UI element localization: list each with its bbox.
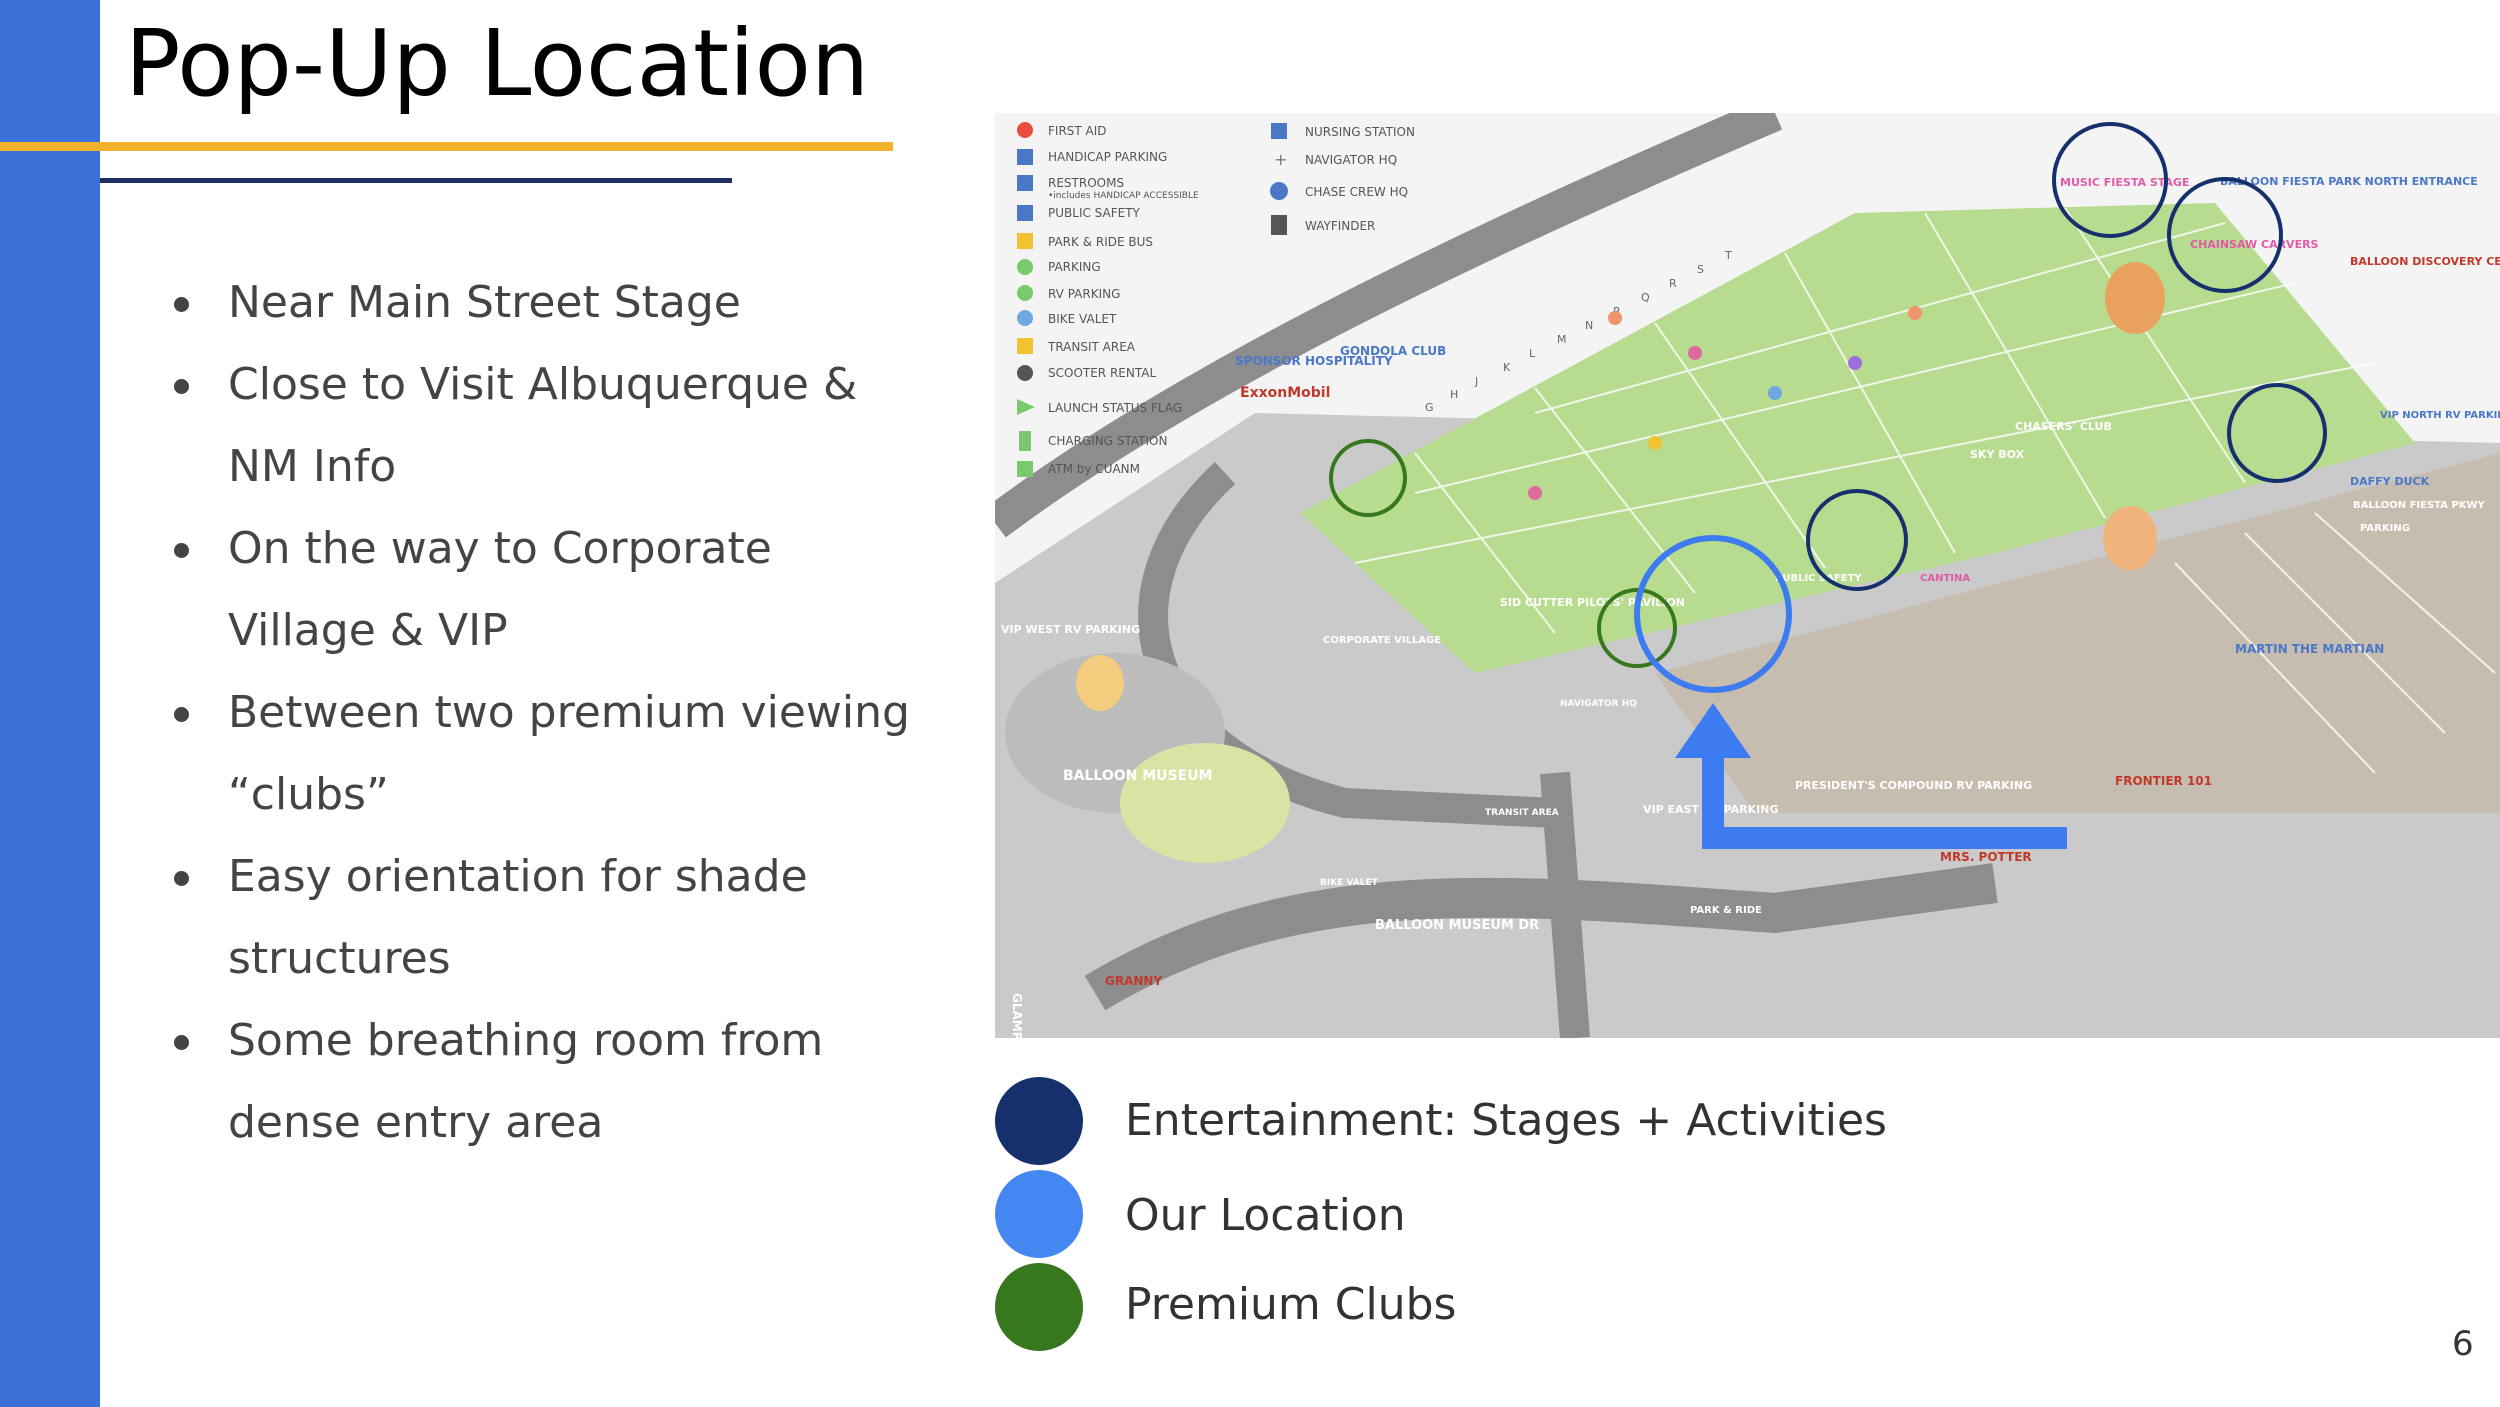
label-corporate-village: CORPORATE VILLAGE (1323, 635, 1441, 646)
key-park-ride-bus: PARK & RIDE BUS (1048, 235, 1153, 249)
title-underline-navy (100, 178, 732, 183)
map-key-left: FIRST AID HANDICAP PARKING RESTROOMS •in… (1017, 122, 1199, 477)
label-sky-box: SKY BOX (1970, 448, 2025, 461)
our-location-marker (1634, 535, 2067, 849)
key-transit-area: TRANSIT AREA (1047, 340, 1136, 354)
page-number: 6 (2452, 1324, 2474, 1364)
legend-dot-entertainment (995, 1077, 1083, 1165)
bullet-list: Near Main Street Stage Close to Visit Al… (170, 262, 930, 1164)
key-rv-parking: RV PARKING (1048, 287, 1120, 301)
label-north-entrance: BALLOON FIESTA PARK NORTH ENTRANCE (2220, 175, 2478, 188)
key-launch-status-flag: LAUNCH STATUS FLAG (1048, 401, 1182, 415)
key-first-aid: FIRST AID (1048, 124, 1107, 138)
label-transit-area: TRANSIT AREA (1485, 808, 1559, 818)
label-park-ride: PARK & RIDE (1690, 905, 1762, 916)
bullet-item: Near Main Street Stage (170, 262, 930, 344)
bullet-item: Some breathing room from dense entry are… (170, 1000, 930, 1164)
key-scooter-rental: SCOOTER RENTAL (1048, 366, 1156, 380)
label-vip-west: VIP WEST RV PARKING (1001, 623, 1140, 636)
label-granny: GRANNY (1105, 974, 1162, 988)
legend-label-entertainment: Entertainment: Stages + Activities (1125, 1095, 1887, 1146)
label-navigator-hq: NAVIGATOR HQ (1560, 699, 1637, 709)
sidebar-accent (0, 0, 100, 1407)
label-public-safety: PUBLIC SAFETY (1775, 573, 1862, 584)
entertainment-markers (1806, 122, 2327, 591)
map-key-right: NURSING STATION + NAVIGATOR HQ CHASE CRE… (1270, 123, 1415, 235)
title-underline-gold (0, 142, 893, 151)
bullet-item: On the way to Corporate Village & VIP (170, 508, 930, 672)
key-chase-crew-hq: CHASE CREW HQ (1305, 185, 1408, 199)
bullet-item: Close to Visit Albuquerque & NM Info (170, 344, 930, 508)
label-music-fiesta-stage: MUSIC FIESTA STAGE (2060, 176, 2189, 189)
label-bike-valet: BIKE VALET (1320, 878, 1379, 888)
label-sponsor-hospitality: SPONSOR HOSPITALITY (1235, 354, 1393, 368)
svg-text:L: L (1529, 347, 1536, 360)
label-exxonmobil: ExxonMobil (1240, 385, 1330, 401)
key-restrooms: RESTROOMS (1048, 176, 1124, 190)
label-balloon-museum-dr: BALLOON MUSEUM DR (1375, 918, 1539, 933)
svg-text:K: K (1503, 361, 1511, 374)
svg-text:R: R (1669, 277, 1677, 290)
bullet-item: Easy orientation for shade structures (170, 836, 930, 1000)
svg-text:H: H (1450, 388, 1458, 401)
label-chasers-club: CHASERS' CLUB (2015, 420, 2112, 433)
svg-text:J: J (1474, 375, 1478, 388)
balloon-icons (1076, 262, 2165, 711)
legend-dot-premium-clubs (995, 1263, 1083, 1351)
svg-text:N: N (1585, 319, 1593, 332)
label-gondola-club: GONDOLA CLUB (1340, 344, 1446, 358)
key-parking: PARKING (1048, 260, 1101, 274)
key-bike-valet: BIKE VALET (1048, 312, 1117, 326)
label-cantina: CANTINA (1920, 573, 1970, 584)
label-martin: MARTIN THE MARTIAN (2235, 642, 2384, 656)
key-public-safety: PUBLIC SAFETY (1048, 206, 1141, 220)
svg-text:S: S (1697, 263, 1704, 276)
label-glamping: GLAMPING (1010, 993, 1024, 1038)
key-handicap-parking: HANDICAP PARKING (1048, 150, 1167, 164)
label-presidents-compound: PRESIDENT'S COMPOUND RV PARKING (1795, 779, 2032, 792)
label-chainsaw-carvers: CHAINSAW CARVERS (2190, 238, 2319, 251)
festival-map: FIRST AID HANDICAP PARKING RESTROOMS •in… (995, 113, 2500, 1038)
svg-text:Q: Q (1641, 291, 1650, 304)
label-balloon-museum: BALLOON MUSEUM (1063, 768, 1213, 784)
label-parking: PARKING (2360, 523, 2410, 534)
legend-label-premium-clubs: Premium Clubs (1125, 1279, 1457, 1330)
label-vip-north: VIP NORTH RV PARKING (2380, 410, 2500, 421)
key-wayfinder: WAYFINDER (1305, 219, 1375, 233)
label-discovery-center: BALLOON DISCOVERY CENTER (2350, 255, 2500, 268)
festival-map-svg: FIRST AID HANDICAP PARKING RESTROOMS •in… (995, 113, 2500, 1038)
label-daffy-duck: DAFFY DUCK (2350, 475, 2430, 488)
label-mrs-potter: MRS. POTTER (1940, 850, 2032, 864)
slide-title: Pop-Up Location (125, 10, 870, 117)
svg-text:M: M (1557, 333, 1567, 346)
key-atm: ATM by CUANM (1048, 462, 1140, 476)
label-fiesta-pkwy: BALLOON FIESTA PKWY (2353, 500, 2486, 511)
premium-club-markers (1329, 439, 1677, 668)
svg-text:+: + (1274, 150, 1287, 169)
key-restrooms-note: •includes HANDICAP ACCESSIBLE (1048, 191, 1199, 201)
key-charging-station: CHARGING STATION (1048, 434, 1167, 448)
bullet-item: Between two premium viewing “clubs” (170, 672, 930, 836)
label-frontier: FRONTIER 101 (2115, 774, 2212, 788)
legend-dot-our-location (995, 1170, 1083, 1258)
legend-label-our-location: Our Location (1125, 1190, 1406, 1241)
svg-text:T: T (1724, 249, 1732, 262)
key-navigator-hq: NAVIGATOR HQ (1305, 153, 1397, 167)
svg-text:G: G (1425, 401, 1434, 414)
key-nursing-station: NURSING STATION (1305, 125, 1415, 139)
